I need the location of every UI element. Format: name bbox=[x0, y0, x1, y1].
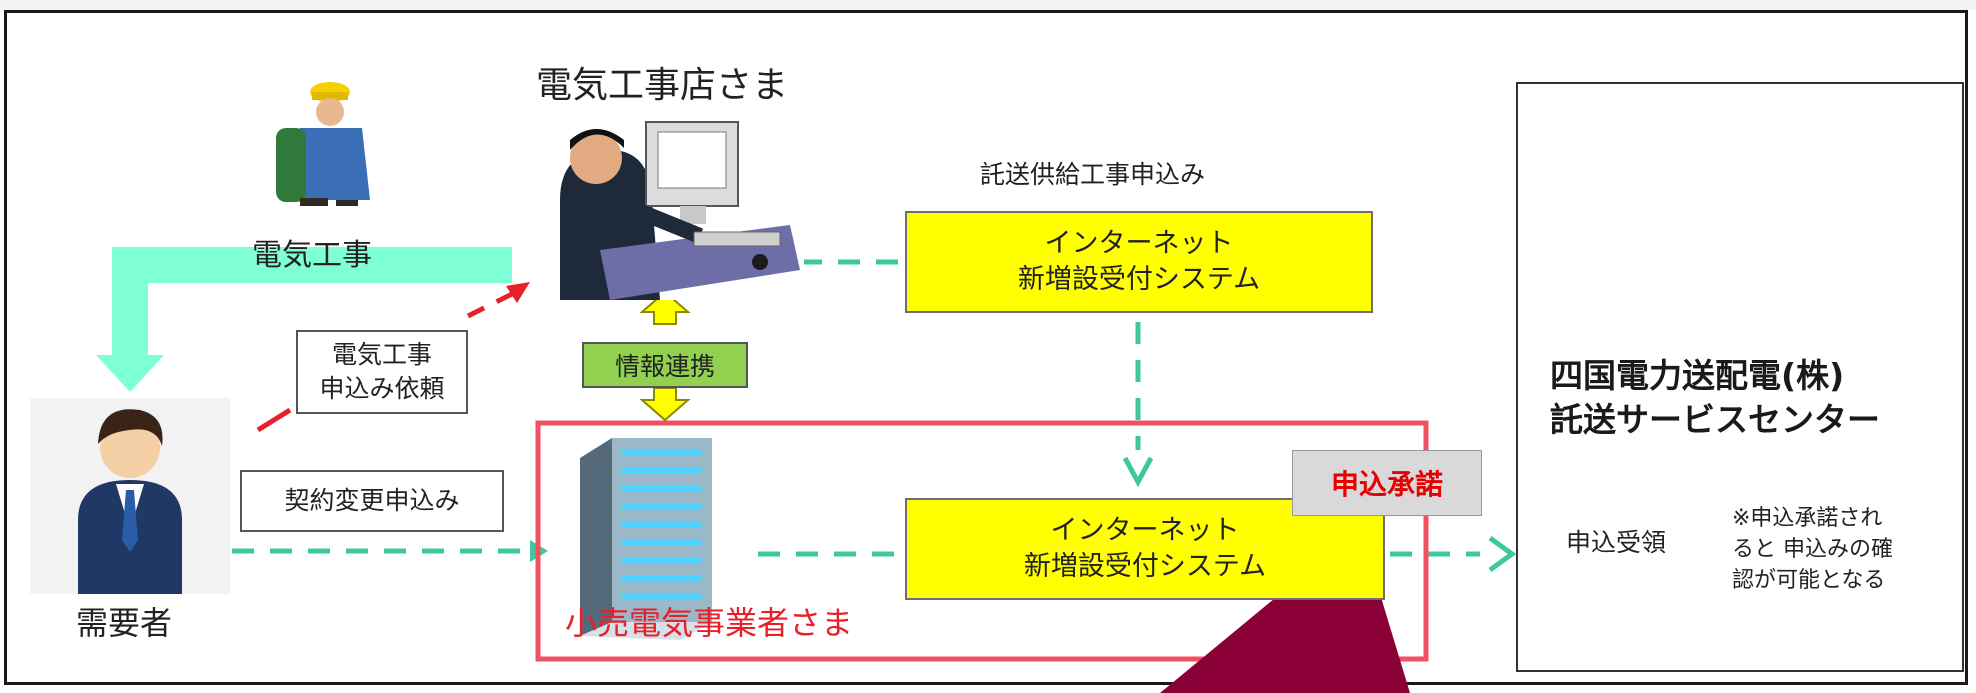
work-request-line1: 電気工事 bbox=[331, 340, 432, 370]
customer-label: 需要者 bbox=[76, 604, 173, 642]
info-link-label: 情報連携 bbox=[614, 352, 715, 381]
internet-system-bottom-line1: インターネット bbox=[1050, 514, 1240, 546]
internet-system-top-box: インターネット 新増設受付システム bbox=[905, 211, 1373, 313]
electrical-work-arrow bbox=[96, 247, 512, 392]
service-center-title-line2: 託送サービスセンター bbox=[1550, 400, 1880, 439]
work-request-box: 電気工事 申込み依頼 bbox=[296, 330, 468, 414]
computer-user-figure bbox=[542, 121, 804, 300]
contract-change-box: 契約変更申込み bbox=[240, 470, 504, 532]
retailer-label: 小売電気事業者さま bbox=[565, 604, 854, 642]
approval-note: ※申込承諾され ると 申込みの確 認が可能となる bbox=[1732, 504, 1893, 596]
internet-system-top-line2: 新増設受付システム bbox=[1017, 264, 1261, 295]
internet-system-bottom-line2: 新増設受付システム bbox=[1023, 551, 1267, 582]
worker-figure bbox=[276, 82, 370, 206]
electrical-work-label: 電気工事 bbox=[252, 238, 372, 273]
retailer-frame bbox=[535, 420, 1429, 662]
info-link-double-arrow bbox=[639, 290, 691, 422]
approval-note-line2: ると 申込みの確 bbox=[1732, 536, 1893, 562]
approval-note-line1: ※申込承諾され bbox=[1732, 506, 1883, 531]
service-center-box bbox=[1516, 82, 1964, 672]
top-strip bbox=[0, 0, 1976, 10]
service-center-title-line1: 四国電力送配電(株) bbox=[1550, 356, 1845, 395]
customer-figure bbox=[30, 398, 230, 594]
application-receipt-label: 申込受領 bbox=[1566, 528, 1667, 557]
system-to-center-arrowhead bbox=[1488, 535, 1517, 573]
info-link-box: 情報連携 bbox=[582, 342, 748, 388]
building-figure bbox=[580, 438, 712, 640]
electrician-label: 電気工事店さま bbox=[536, 65, 789, 106]
work-request-line2: 申込み依頼 bbox=[319, 374, 445, 403]
application-approval-label: 申込承諾 bbox=[1330, 468, 1443, 501]
application-approval-box: 申込承諾 bbox=[1292, 450, 1482, 516]
approval-note-line3: 認が可能となる bbox=[1732, 567, 1886, 593]
diagram-frame bbox=[4, 10, 1968, 685]
system-transfer-arrowhead bbox=[1122, 456, 1154, 488]
internet-system-top-line1: インターネット bbox=[1044, 227, 1234, 259]
consignment-application-label: 託送供給工事申込み bbox=[980, 160, 1206, 189]
contract-change-label: 契約変更申込み bbox=[284, 486, 460, 516]
work-request-arrow bbox=[256, 282, 530, 433]
